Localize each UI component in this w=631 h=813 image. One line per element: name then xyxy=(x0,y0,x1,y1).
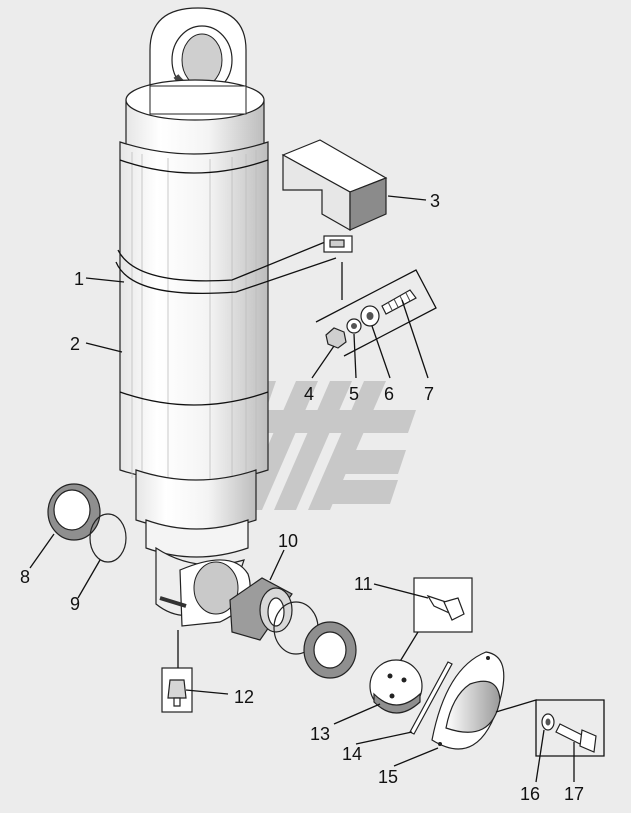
bolt-washer-set xyxy=(495,699,605,757)
bolt-set-bracket xyxy=(315,262,437,357)
callout-14: 14 xyxy=(342,744,362,764)
callout-9: 9 xyxy=(70,594,80,614)
cylinder-body xyxy=(119,141,269,484)
mounting-block xyxy=(281,139,388,232)
callout-8: 8 xyxy=(20,567,30,587)
callout-7: 7 xyxy=(424,384,434,404)
gasket xyxy=(409,661,453,735)
dome-cover xyxy=(431,651,505,750)
cylinder-cap xyxy=(125,79,265,158)
leader-lines xyxy=(29,195,575,783)
grease-fitting xyxy=(161,630,193,713)
strap-clamp xyxy=(115,235,353,295)
callout-labels: 1 2 3 4 5 6 7 8 9 10 11 12 13 14 15 16 1… xyxy=(20,191,584,804)
seal-ring-left xyxy=(47,483,127,563)
callout-5: 5 xyxy=(349,384,359,404)
callout-1: 1 xyxy=(74,269,84,289)
callout-4: 4 xyxy=(304,384,314,404)
callout-12: 12 xyxy=(234,687,254,707)
callout-3: 3 xyxy=(430,191,440,211)
callout-6: 6 xyxy=(384,384,394,404)
lower-housing xyxy=(135,469,257,627)
callout-15: 15 xyxy=(378,767,398,787)
callout-2: 2 xyxy=(70,334,80,354)
callout-16: 16 xyxy=(520,784,540,804)
callout-11: 11 xyxy=(354,574,373,594)
cover-plate xyxy=(369,577,473,714)
bearing xyxy=(229,577,357,679)
callout-17: 17 xyxy=(564,784,584,804)
callout-13: 13 xyxy=(310,724,330,744)
callout-10: 10 xyxy=(278,531,298,551)
